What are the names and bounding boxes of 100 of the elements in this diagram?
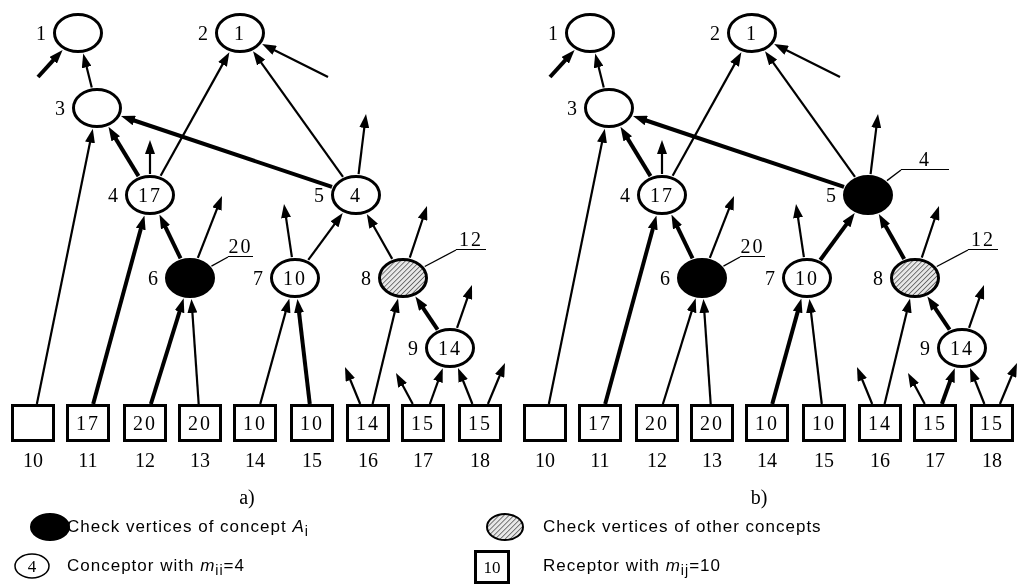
arrow [770, 298, 803, 405]
receptor-square [66, 404, 110, 442]
arrow [486, 363, 505, 405]
arrow [408, 206, 428, 259]
vertex-value: 14 [868, 413, 892, 433]
vertex-number: 4 [107, 183, 118, 207]
value-label: 20 [740, 237, 765, 257]
vertex-value: 15 [923, 413, 947, 433]
arrow [548, 49, 575, 79]
receptor-square [970, 404, 1014, 442]
receptor-square [913, 404, 957, 442]
vertex-value: 1 [234, 23, 246, 43]
leader-line [886, 169, 902, 182]
vertex-number: 7 [764, 266, 775, 290]
arrow [428, 368, 443, 405]
vertex-ellipse [270, 258, 320, 298]
receptor-square [458, 404, 502, 442]
vertex-value: 20 [133, 413, 157, 433]
vertex-number: 1 [35, 21, 46, 45]
arrow [108, 126, 141, 178]
arrow [908, 373, 926, 405]
vertex-number: 2 [197, 21, 208, 45]
arrow [699, 298, 712, 405]
arrow [196, 196, 222, 259]
arrow [36, 49, 63, 79]
arrow [939, 368, 955, 405]
receptor-square [346, 404, 390, 442]
receptor-square [11, 404, 55, 442]
arrow [456, 285, 473, 329]
arrow [661, 298, 697, 405]
arrow [547, 128, 607, 405]
vertex-number: 16 [869, 448, 891, 472]
arrow [415, 296, 440, 331]
vertex-number: 10 [22, 448, 44, 472]
legend-text: Conceptor with m$_{ii}$=4 [67, 555, 245, 581]
arrow [671, 214, 695, 260]
vertex-number: 3 [566, 96, 577, 120]
arrow [857, 367, 874, 405]
vertex-value: 17 [76, 413, 100, 433]
vertex-value: 14 [438, 338, 462, 358]
arrow [145, 140, 155, 174]
vertex-number: 5 [313, 183, 324, 207]
vertex-number: 15 [813, 448, 835, 472]
receptor-square [858, 404, 902, 442]
vertex-value: 10 [283, 268, 307, 288]
arrow [883, 298, 912, 405]
arrow [671, 52, 742, 177]
receptor-square [690, 404, 734, 442]
arrow [121, 115, 333, 189]
vertex-ellipse [937, 328, 987, 368]
arrow [187, 298, 200, 405]
vertex-ellipse [677, 258, 727, 298]
leader-line [210, 256, 229, 267]
arrow [765, 51, 856, 178]
legend-text: Check vertices of other concepts [543, 516, 822, 538]
arrow [281, 204, 293, 258]
vertex-number: 10 [534, 448, 556, 472]
legend-text: Receptor with m$_{ij}$=10 [543, 555, 721, 581]
value-label: 20 [228, 237, 253, 257]
sample-value: 10 [483, 558, 501, 576]
legend-text: Check vertices of concept A$_{i}$ [67, 516, 309, 542]
leader-line [424, 249, 457, 268]
vertex-number: 11 [77, 448, 99, 472]
arrow [159, 214, 183, 260]
vertex-number: 5 [825, 183, 836, 207]
arrow [920, 206, 940, 259]
vertex-value: 14 [356, 413, 380, 433]
arrow [259, 298, 291, 405]
vertex-ellipse [53, 13, 103, 53]
vertex-number: 17 [924, 448, 946, 472]
receptor-square [523, 404, 567, 442]
vertex-value: 4 [350, 185, 362, 205]
arrow [91, 215, 146, 405]
vertex-number: 7 [252, 266, 263, 290]
vertex-number: 3 [54, 96, 65, 120]
arrow [159, 52, 230, 177]
vertex-number: 17 [412, 448, 434, 472]
value-label: 12 [456, 230, 486, 250]
vertex-value: 10 [300, 413, 324, 433]
receptor-square [233, 404, 277, 442]
arrow [294, 298, 312, 405]
arrow [998, 363, 1017, 405]
arrow [458, 368, 474, 405]
arrow [878, 214, 906, 260]
vertex-number: 12 [134, 448, 156, 472]
vertex-ellipse [215, 13, 265, 53]
receptor-square [123, 404, 167, 442]
vertex-value: 1 [746, 23, 758, 43]
arrow [806, 298, 823, 405]
vertex-value: 15 [980, 413, 1004, 433]
vertex-ellipse [782, 258, 832, 298]
vertex-value: 10 [243, 413, 267, 433]
vertex-number: 18 [469, 448, 491, 472]
vertex-ellipse [425, 328, 475, 368]
vertex-value: 20 [645, 413, 669, 433]
arrow [657, 140, 667, 174]
vertex-value: 17 [588, 413, 612, 433]
arrow [262, 44, 329, 78]
vertex-ellipse [584, 88, 634, 128]
vertex-number: 9 [407, 336, 418, 360]
